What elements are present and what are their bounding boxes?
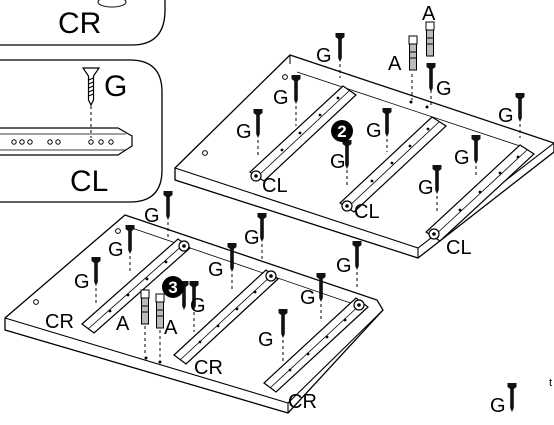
lower-rail-middle bbox=[173, 269, 279, 365]
screw-icon bbox=[507, 383, 517, 412]
screw-icon bbox=[352, 241, 362, 270]
upper-labels: G G G G G G G G G A A CL CL CL bbox=[236, 3, 514, 259]
lower-labels: G G G G G G G G G G A A CR CR CR t bbox=[45, 205, 552, 417]
label-a: A bbox=[422, 3, 436, 25]
label-g: G bbox=[498, 105, 514, 127]
label-cr: CR bbox=[288, 391, 317, 413]
label-cr: CR bbox=[194, 357, 223, 379]
detail-label-cr: CR bbox=[58, 7, 101, 40]
detail-screw-icon bbox=[82, 67, 100, 106]
screw-icon bbox=[163, 191, 173, 220]
label-g: G bbox=[300, 287, 316, 309]
upper-rail-middle bbox=[339, 116, 447, 213]
step-2-number: 2 bbox=[337, 122, 346, 141]
label-g: G bbox=[490, 395, 506, 417]
screw-icon bbox=[335, 33, 345, 62]
label-g: G bbox=[236, 121, 252, 143]
label-g: G bbox=[336, 255, 352, 277]
label-g: G bbox=[144, 205, 160, 227]
label-a: A bbox=[116, 313, 130, 335]
upper-rail-left bbox=[249, 85, 357, 182]
label-cl: CL bbox=[262, 175, 288, 197]
label-g: G bbox=[418, 177, 434, 199]
lower-rail-right bbox=[263, 297, 369, 393]
lower-rail-left bbox=[81, 238, 191, 334]
label-cr: CR bbox=[45, 311, 74, 333]
stray-mark: t bbox=[549, 377, 552, 389]
cam-bolt-icon bbox=[140, 289, 150, 325]
label-g: G bbox=[208, 259, 224, 281]
detail-bubble-cl: G CL bbox=[0, 59, 163, 203]
label-g: G bbox=[74, 271, 90, 293]
cam-bolt-icon bbox=[155, 293, 165, 329]
label-g: G bbox=[454, 147, 470, 169]
upper-panel bbox=[174, 54, 554, 259]
label-g: G bbox=[330, 151, 346, 173]
label-g: G bbox=[108, 239, 124, 261]
screw-icon bbox=[515, 93, 525, 122]
label-g: G bbox=[258, 329, 274, 351]
label-cl: CL bbox=[446, 237, 472, 259]
label-g: G bbox=[436, 78, 452, 100]
lower-screw-guides bbox=[95, 216, 358, 362]
label-a: A bbox=[388, 53, 402, 75]
detail-label-g: G bbox=[104, 70, 127, 103]
label-g: G bbox=[316, 45, 332, 67]
upper-a-bolts bbox=[408, 21, 435, 71]
label-g: G bbox=[366, 120, 382, 142]
label-g: G bbox=[273, 87, 289, 109]
cam-bolt-icon bbox=[425, 21, 435, 57]
step-2-badge: 2 bbox=[331, 120, 353, 142]
step-3-number: 3 bbox=[168, 278, 177, 297]
label-a: A bbox=[164, 317, 178, 339]
cam-bolt-icon bbox=[408, 35, 418, 71]
upper-rail-right bbox=[425, 144, 535, 242]
screw-icon bbox=[426, 63, 436, 92]
step-3-badge: 3 bbox=[162, 276, 184, 298]
label-g: G bbox=[244, 227, 260, 249]
upper-screw-guides bbox=[257, 58, 521, 214]
label-g: G bbox=[190, 295, 206, 317]
detail-bubble-cr: CR bbox=[0, 0, 166, 46]
label-cl: CL bbox=[354, 201, 380, 223]
detail-label-cl: CL bbox=[70, 165, 108, 198]
